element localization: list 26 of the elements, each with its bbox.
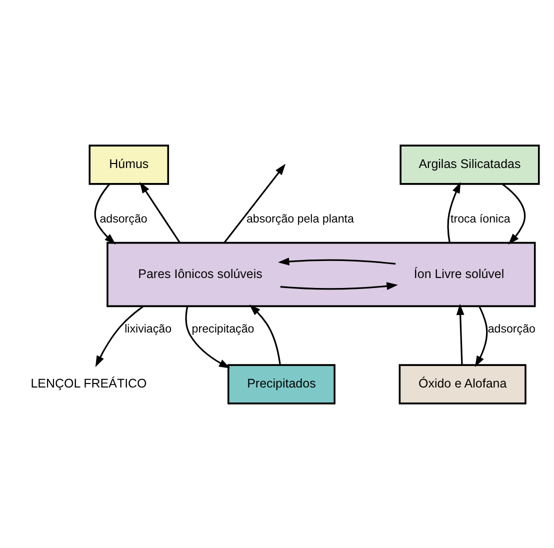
edge-label: adsorção xyxy=(488,322,536,335)
arrow xyxy=(447,181,461,242)
arrow xyxy=(280,282,398,290)
arrow xyxy=(502,182,526,244)
cluster xyxy=(106,241,536,307)
arrow xyxy=(94,183,116,244)
node-box: Argilas Silicatadas xyxy=(400,144,540,184)
arrow xyxy=(95,305,144,367)
arrow xyxy=(140,181,181,243)
arrow xyxy=(249,304,281,364)
edge-label: lixiviação xyxy=(124,322,172,335)
arrow xyxy=(185,306,230,368)
edge-label: precipitação xyxy=(192,322,254,335)
node-text: LENÇOL FREÁTICO xyxy=(30,376,147,390)
arrow xyxy=(456,303,464,364)
arrow xyxy=(224,163,286,243)
arrow xyxy=(278,257,396,265)
node-box: Precipitados xyxy=(227,364,336,404)
arrow xyxy=(474,305,488,367)
node-box: Óxido e Alofana xyxy=(398,364,526,404)
edge-label: troca íonica xyxy=(450,213,510,226)
node-box: Húmus xyxy=(88,144,170,184)
edge-label: absorção pela planta xyxy=(246,213,354,226)
node-text: Íon Livre solúvel xyxy=(414,266,504,280)
node-text: Pares Iônicos solúveis xyxy=(138,266,262,280)
edge-label: adsorção xyxy=(100,213,148,226)
